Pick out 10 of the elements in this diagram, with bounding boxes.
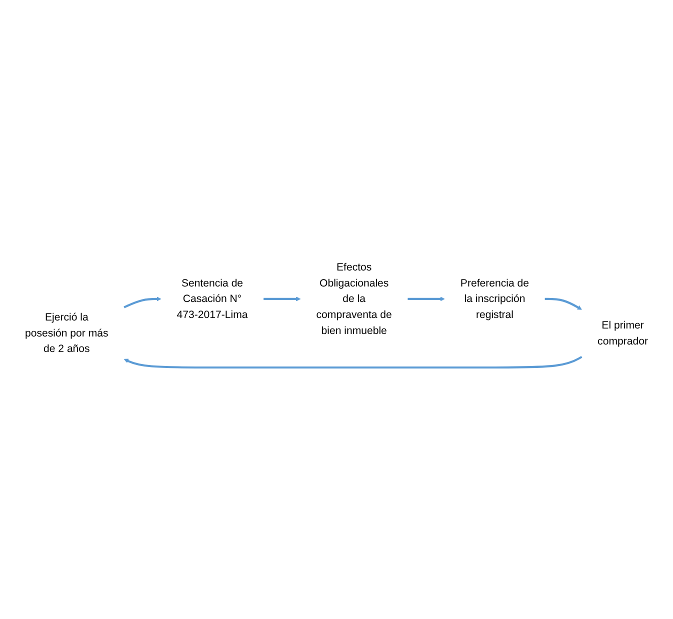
node-text: Preferencia de la inscripción registral <box>460 277 530 321</box>
arrow <box>408 296 445 302</box>
arrow <box>124 356 582 369</box>
arrow <box>124 296 162 308</box>
node-text: Ejerció la posesión por más de 2 años <box>25 312 108 355</box>
arrow <box>544 298 582 310</box>
node-text: Sentencia de Casación N° 473-2017-Lima <box>176 277 248 321</box>
node-text: El primer comprador <box>598 320 648 347</box>
arrow <box>264 296 301 302</box>
node-text: Efectos Obligacionales de la compraventa de bien inmueble <box>316 262 392 336</box>
